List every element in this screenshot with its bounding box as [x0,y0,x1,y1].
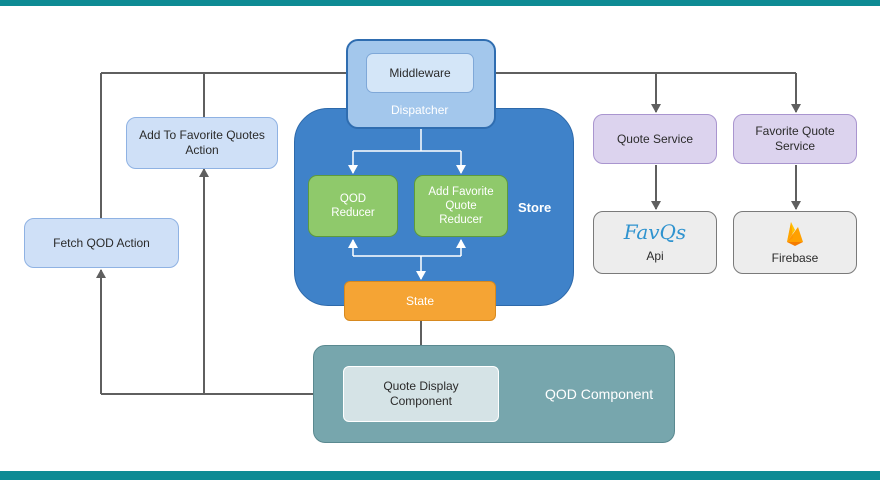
favqs-logo: FavQs [623,220,687,244]
middleware-label: Middleware [389,65,451,80]
firebase-flame-icon [787,221,803,246]
firebase-box: Firebase [733,211,857,274]
favorite-quote-service-box: Favorite Quote Service [733,114,857,164]
api-label: Api [646,249,664,263]
api-box: FavQs Api [593,211,717,274]
fetch-qod-action-box: Fetch QOD Action [24,218,179,268]
store-label: Store [518,200,552,215]
favorite-quote-service-label: Favorite Quote Service [755,124,835,153]
add-to-favorite-quotes-action-box: Add To Favorite Quotes Action [126,117,278,169]
qod-component-label: QOD Component [545,386,654,402]
quote-service-box: Quote Service [593,114,717,164]
add-favorite-quote-reducer-box: Add Favorite Quote Reducer [414,175,508,237]
add-to-favorite-quotes-action-label: Add To Favorite Quotes Action [139,128,265,157]
quote-display-component-label: Quote Display Component [383,379,459,408]
state-box: State [344,281,496,321]
quote-display-component-box: Quote Display Component [343,366,499,422]
qod-reducer-box: QOD Reducer [308,175,398,237]
top-accent-bar [0,0,880,6]
quote-service-label: Quote Service [616,131,694,146]
gray-connectors [96,68,801,395]
qod-reducer-label: QOD Reducer [331,193,375,219]
middleware-box: Middleware [366,53,474,93]
state-label: State [405,293,435,308]
fetch-qod-action-label: Fetch QOD Action [53,235,150,250]
firebase-label: Firebase [771,250,819,265]
dispatcher-label: Dispatcher [391,103,449,117]
add-favorite-quote-reducer-label: Add Favorite Quote Reducer [428,186,494,226]
bottom-accent-bar [0,471,880,480]
